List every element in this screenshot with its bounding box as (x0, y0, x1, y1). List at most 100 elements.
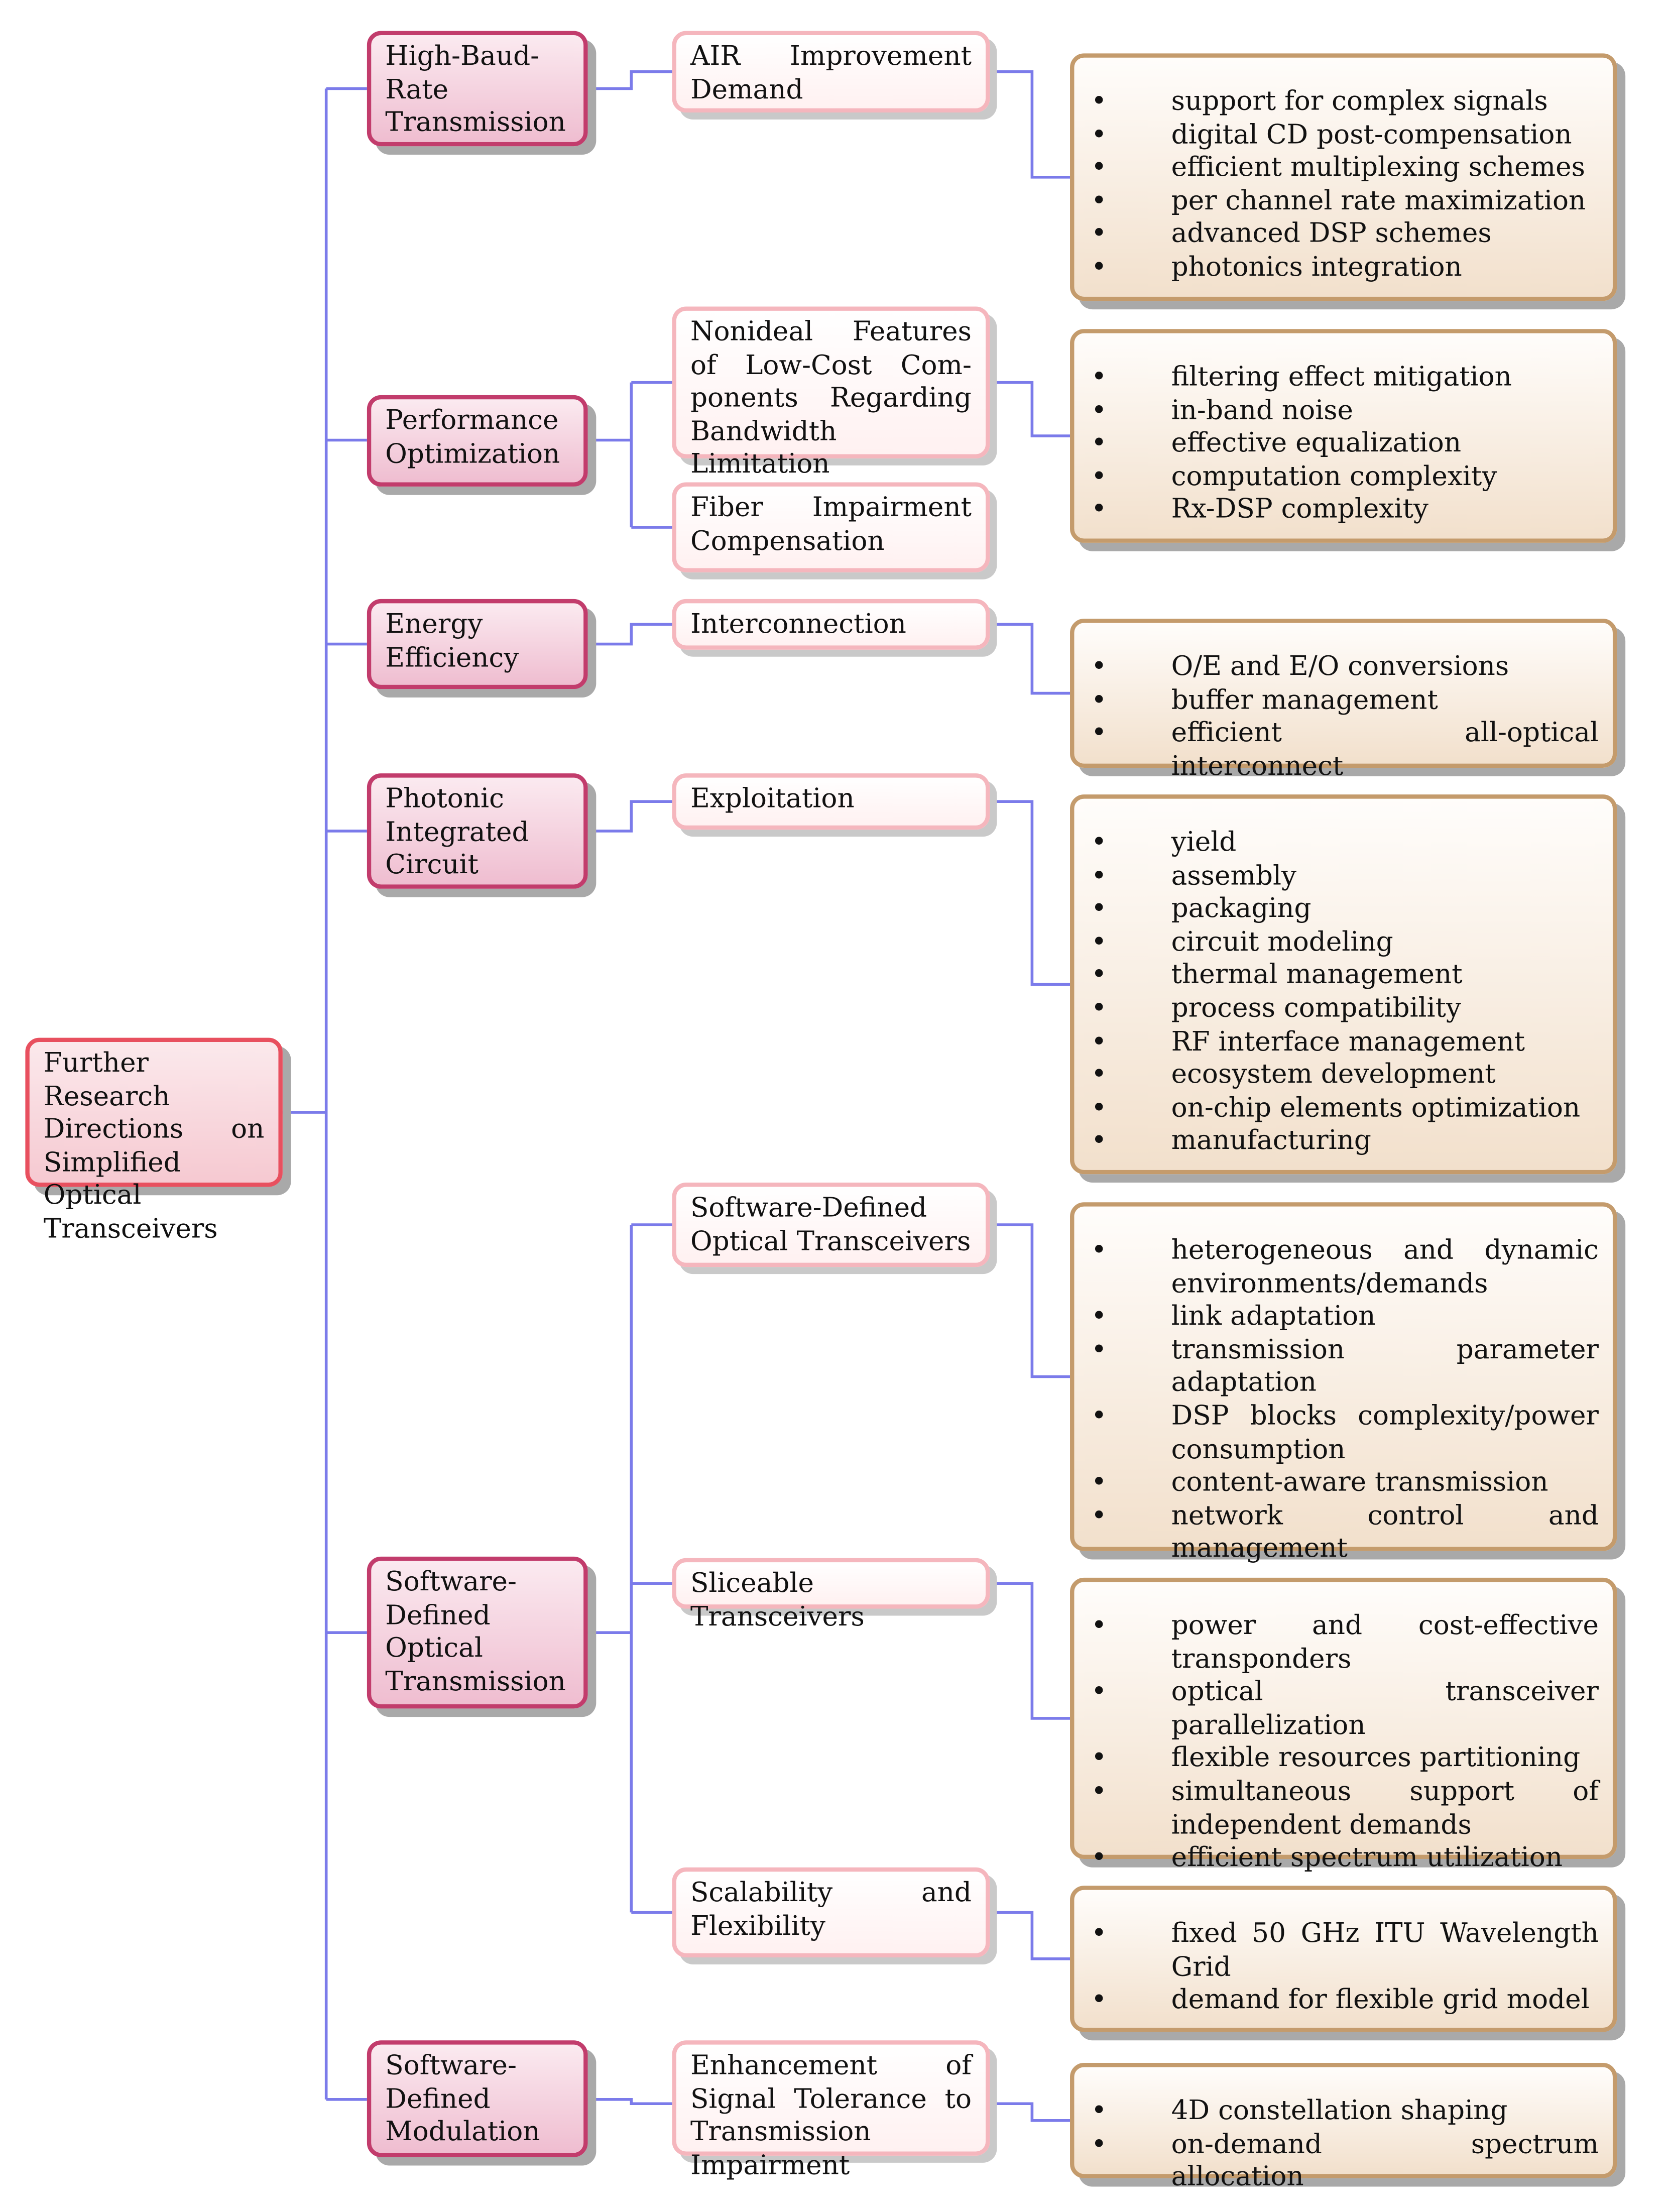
detail-item: • process compatibility (1091, 993, 1599, 1026)
bullet-icon: • (1091, 1776, 1107, 1807)
detail-item-text: ecosystem development (1171, 1059, 1496, 1090)
detail-item: •filtering effect mitigation (1091, 362, 1599, 395)
detail-item-text: manufacturing (1171, 1125, 1371, 1156)
detail-list-nonideal-components: •filtering effect mitigation•in-band noi… (1070, 329, 1617, 543)
detail-item: •on-demand spectrum allocation (1091, 2129, 1599, 2195)
detail-item: •advanced DSP schemes (1091, 218, 1599, 252)
detail-item-text: yield (1171, 827, 1237, 858)
detail-item-text: photonics integration (1171, 252, 1462, 283)
detail-item-text: process compatibility (1171, 992, 1461, 1024)
detail-item-text: filtering effect mitigation (1171, 361, 1512, 393)
detail-item: • DSP blocks complexity/power consumption (1091, 1401, 1599, 1467)
bullet-icon: • (1091, 1334, 1107, 1365)
connector-line (990, 800, 1070, 986)
detail-item-text: flexible resources partitioning (1171, 1742, 1581, 1774)
detail-item-text: simultaneous support of indepen­dent dem… (1171, 1776, 1599, 1840)
detail-item: •assembly (1091, 860, 1599, 893)
connector-line (990, 381, 1070, 437)
detail-item-text: optical transceiver parallelization (1171, 1676, 1599, 1741)
detail-item: • efficient spectrum utilization (1091, 1842, 1599, 1876)
detail-item: •support for complex signals (1091, 86, 1599, 119)
detail-item: •per channel rate maximization (1091, 185, 1599, 218)
detail-item-text: RF interface management (1171, 1025, 1525, 1057)
detail-item-text: digital CD post-compensation (1171, 119, 1572, 150)
detail-item: • simultaneous support of indepen­dent de… (1091, 1776, 1599, 1842)
detail-list-interconnection: • O/E and E/O conversions•buffer manageme… (1070, 619, 1617, 781)
bullet-icon: • (1091, 394, 1107, 426)
detail-item-text: on-chip elements optimization (1171, 1092, 1581, 1123)
detail-item: •thermal management (1091, 960, 1599, 993)
detail-item: • ecosystem development (1091, 1059, 1599, 1092)
bullet-icon: • (1091, 992, 1107, 1024)
bullet-icon: • (1091, 1610, 1107, 1641)
bullet-icon: • (1091, 893, 1107, 924)
detail-item-text: transmission parameter adapta­tion (1171, 1334, 1599, 1399)
topic-sliceable-transceivers: Sliceable Transceivers (672, 1558, 990, 1632)
category-high-baud-rate-transmission: High-Baud-Rate Transmis­sion (367, 31, 588, 147)
bullet-icon: • (1091, 1500, 1107, 1531)
detail-item: • O/E and E/O conversions (1091, 651, 1599, 684)
detail-item-text: Rx-DSP complexity (1171, 494, 1428, 525)
bullet-icon: • (1091, 1059, 1107, 1090)
detail-list-exploitation: •yield•assembly•packaging•circuit modeli… (1070, 794, 1617, 1175)
detail-item: •in-band noise (1091, 395, 1599, 428)
detail-item-text: efficient all-optical interconnect (1171, 717, 1599, 782)
bullet-icon: • (1091, 85, 1107, 117)
detail-item: •Rx-DSP complexity (1091, 494, 1599, 527)
category-software-defined-optical-transmission: Software-​Defined Optical Transmission (367, 1556, 588, 1709)
bullet-icon: • (1091, 1676, 1107, 1708)
bullet-icon: • (1091, 427, 1107, 459)
detail-item: •packaging (1091, 893, 1599, 926)
bullet-icon: • (1091, 1401, 1107, 1432)
detail-item: •link adaptation (1091, 1301, 1599, 1334)
bullet-icon: • (1091, 1125, 1107, 1156)
bullet-icon: • (1091, 926, 1107, 958)
topic-exploitation: Exploitation (672, 773, 990, 830)
detail-item: •circuit modeling (1091, 926, 1599, 960)
detail-item-text: efficient spectrum utilization (1171, 1842, 1563, 1874)
detail-item-text: fixed 50 GHz ITU Wavelength Grid (1171, 1918, 1599, 1983)
bullet-icon: • (1091, 1842, 1107, 1874)
detail-item: •efficient multiplexing schemes (1091, 152, 1599, 185)
detail-item-text: demand for flexible grid model (1171, 1984, 1590, 2016)
bullet-icon: • (1091, 1984, 1107, 2016)
detail-item: • demand for flexible grid model (1091, 1985, 1599, 2018)
detail-item-text: DSP blocks complexity/power consumption (1171, 1401, 1599, 1465)
detail-item: •digital CD post-compensation (1091, 119, 1599, 152)
bullet-icon: • (1091, 1467, 1107, 1498)
bullet-icon: • (1091, 2128, 1107, 2160)
detail-item: • transmission parameter adapta­tion (1091, 1334, 1599, 1401)
connector-line (587, 800, 672, 833)
detail-item: •4D constellation shaping (1091, 2095, 1599, 2128)
bullet-icon: • (1091, 684, 1107, 716)
connector-line (990, 1911, 1070, 1960)
detail-list-sliceable-transceivers: •power and cost-effective transponders•o… (1070, 1577, 1617, 1873)
category-performance-optimization: Performance Optimization (367, 395, 588, 487)
bullet-icon: • (1091, 1918, 1107, 1949)
detail-item: •power and cost-effective transponders (1091, 1610, 1599, 1676)
connector-line (587, 2098, 672, 2106)
bullet-icon: • (1091, 2095, 1107, 2127)
detail-item: •flexible resources partitioning (1091, 1743, 1599, 1776)
detail-item-text: effective equalization (1171, 427, 1462, 459)
detail-list-software-defined-transceivers: •heterogeneous and dynamic envi­ronments… (1070, 1202, 1617, 1564)
detail-item: •network control and management (1091, 1500, 1599, 1566)
bullet-icon: • (1091, 651, 1107, 682)
connector-line (587, 70, 672, 90)
detail-item: • manufacturing (1091, 1125, 1599, 1158)
detail-item: • optical transceiver parallelization (1091, 1676, 1599, 1742)
detail-item: •buffer management (1091, 684, 1599, 718)
detail-item: •photonics integration (1091, 252, 1599, 285)
bullet-icon: • (1091, 959, 1107, 991)
detail-item-text: link adaptation (1171, 1301, 1376, 1332)
bullet-icon: • (1091, 860, 1107, 891)
bullet-icon: • (1091, 1025, 1107, 1057)
connector-line (587, 623, 672, 646)
detail-item: •yield (1091, 827, 1599, 860)
detail-item: •heterogeneous and dynamic envi­ronments… (1091, 1235, 1599, 1301)
detail-list-air-improvement: •support for complex signals•digital CD … (1070, 53, 1617, 301)
connector-line (990, 70, 1070, 179)
detail-item-text: O/E and E/O conversions (1171, 651, 1509, 682)
